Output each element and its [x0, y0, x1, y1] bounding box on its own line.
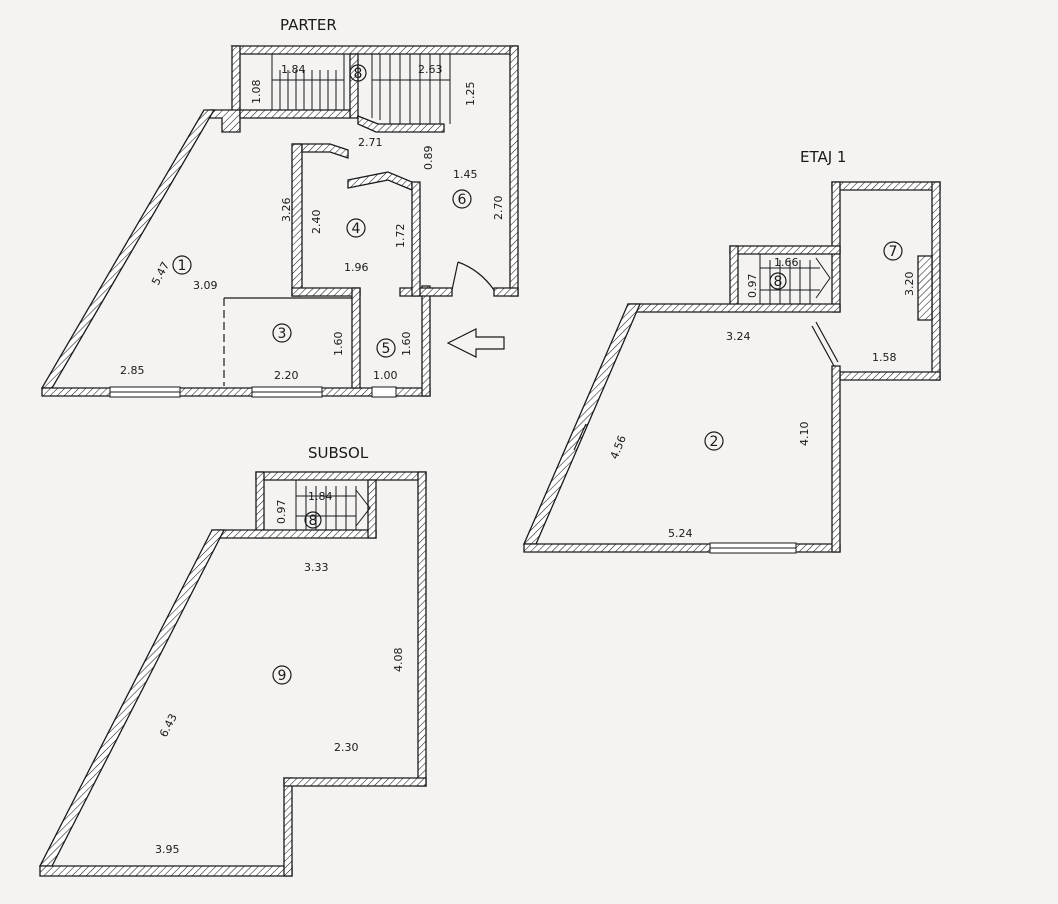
room-9-number: 9 [278, 668, 287, 684]
etaj1-plan: ETAJ 1 [523, 148, 941, 554]
room-3-marker [272, 323, 292, 343]
dim-label: 3.20 [903, 272, 916, 297]
dim-label: 4.10 [798, 422, 811, 447]
room-4-number: 4 [352, 221, 361, 237]
room-8-number: 8 [354, 66, 363, 82]
dim-label: 3.95 [155, 843, 180, 856]
dim-label: 3.24 [726, 330, 751, 343]
dim-label: 1.08 [250, 80, 263, 105]
parter-dimensions: 1.84 2.63 1.08 1.25 2.71 0.89 1.45 3.26 … [120, 63, 505, 382]
dim-label: 1.25 [464, 82, 477, 107]
parter-stairs [271, 54, 451, 124]
dim-label: 0.89 [422, 146, 435, 171]
dim-label: 5.24 [668, 527, 693, 540]
subsol-plan: SUBSOL 8 9 [38, 444, 427, 877]
dim-label: 2.40 [310, 210, 323, 235]
dim-label: 1.96 [344, 261, 369, 274]
dim-label: 2.63 [418, 63, 443, 76]
subsol-title: SUBSOL [308, 444, 369, 462]
room-7-number: 7 [889, 244, 898, 260]
room-8-number: 8 [774, 274, 783, 290]
dim-label: 1.72 [394, 224, 407, 249]
room-8-number: 8 [309, 513, 318, 529]
dim-label: 2.70 [492, 196, 505, 221]
dim-label: 0.97 [746, 274, 759, 299]
room-2-number: 2 [710, 434, 719, 450]
subsol-walls [38, 471, 427, 877]
room-6-number: 6 [458, 192, 467, 208]
dim-label: 2.85 [120, 364, 145, 377]
parter-title: PARTER [280, 16, 337, 34]
dim-label: 1.45 [453, 168, 478, 181]
dim-label: 1.84 [281, 63, 306, 76]
dim-label: 2.20 [274, 369, 299, 382]
etaj1-stairs [759, 254, 831, 304]
parter-openings [109, 261, 495, 398]
dim-label: 1.60 [400, 332, 413, 357]
etaj1-dimensions: 0.97 1.66 3.20 3.24 1.58 4.56 4.10 5.24 [608, 256, 916, 540]
dim-label: 3.09 [193, 279, 218, 292]
room-7-marker [883, 241, 903, 261]
room-8-marker [349, 64, 367, 82]
dim-label: 1.66 [774, 256, 799, 269]
parter-plan: PARTER [40, 16, 519, 398]
dim-label: 1.84 [308, 490, 333, 503]
dim-label: 3.26 [280, 198, 293, 223]
etaj1-room-markers: 7 8 2 [704, 241, 903, 451]
room-3-number: 3 [278, 326, 287, 342]
room-8-marker [769, 272, 787, 290]
room-5-marker [376, 338, 396, 358]
dim-label: 3.33 [304, 561, 329, 574]
dim-label: 2.30 [334, 741, 359, 754]
room-1-marker [172, 255, 192, 275]
room-2-marker [704, 431, 724, 451]
dim-label: 1.60 [332, 332, 345, 357]
etaj1-walls [523, 181, 941, 553]
room-1-number: 1 [178, 258, 187, 274]
dim-label: 1.58 [872, 351, 897, 364]
dim-label: 6.43 [157, 712, 180, 740]
room-5-number: 5 [382, 341, 391, 357]
subsol-stairs [295, 480, 371, 530]
dim-label: 5.47 [149, 260, 172, 288]
entrance-arrow-icon [446, 328, 505, 358]
etaj1-openings [573, 321, 839, 554]
room-6-marker [452, 189, 472, 209]
dim-label: 4.08 [392, 648, 405, 673]
dim-label: 1.00 [373, 369, 398, 382]
parter-room-markers: 1 3 4 5 6 8 [172, 64, 472, 358]
room-9-marker [272, 665, 292, 685]
room-8-marker [304, 511, 322, 529]
subsol-room-markers: 8 9 [272, 511, 322, 685]
etaj1-title: ETAJ 1 [800, 148, 846, 166]
dim-label: 2.71 [358, 136, 383, 149]
room-4-marker [346, 218, 366, 238]
dim-label: 4.56 [608, 434, 629, 462]
dim-label: 0.97 [275, 500, 288, 525]
